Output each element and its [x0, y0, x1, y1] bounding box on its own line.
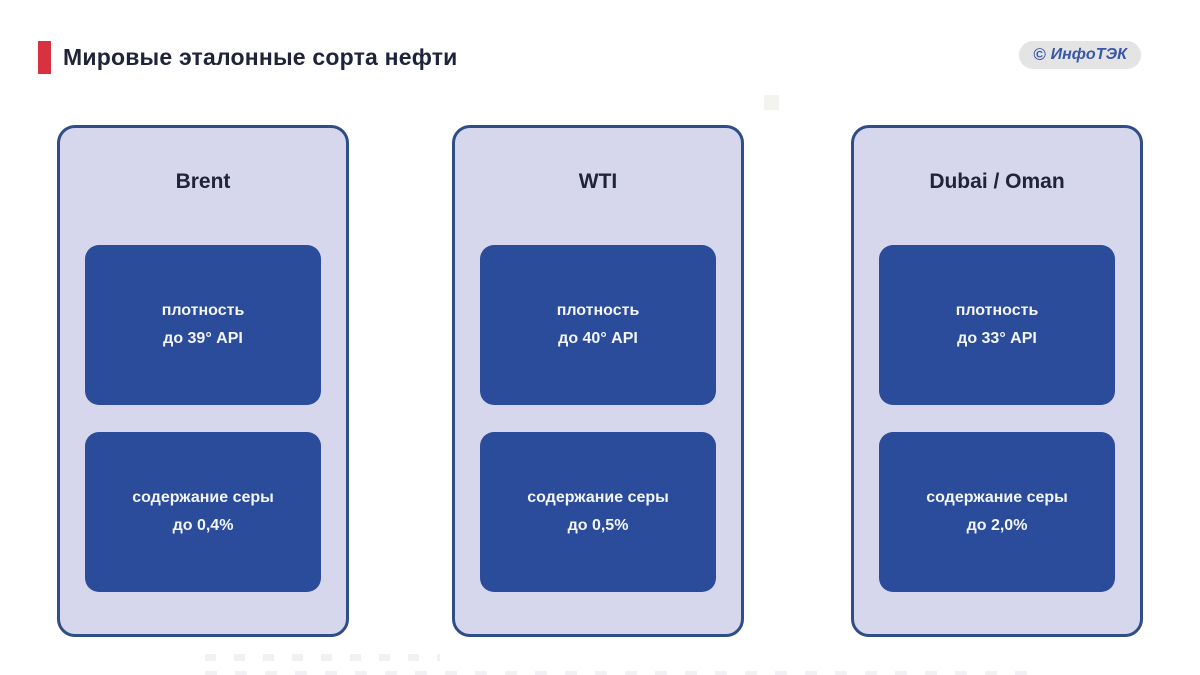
sulfur-label: содержание серы	[132, 489, 274, 506]
logo-badge: © ИнфоТЭК	[1019, 41, 1141, 69]
card-wti: WTI плотность до 40° API содержание серы…	[452, 125, 744, 637]
watermark-square	[764, 95, 779, 110]
logo-text: ИнфоТЭК	[1050, 46, 1127, 63]
density-label: плотность	[161, 302, 245, 319]
sulfur-label: содержание серы	[926, 489, 1068, 506]
bottom-dashes-upper	[205, 654, 440, 661]
density-block: плотность до 40° API	[480, 245, 716, 405]
card-dubai-oman: Dubai / Oman плотность до 33° API содерж…	[851, 125, 1143, 637]
sulfur-block: содержание серы до 0,5%	[480, 432, 716, 592]
card-title: WTI	[578, 170, 618, 193]
copyright-icon: ©	[1033, 45, 1046, 64]
sulfur-label: содержание серы	[527, 489, 669, 506]
sulfur-value: до 2,0%	[966, 517, 1028, 534]
sulfur-block: содержание серы до 2,0%	[879, 432, 1115, 592]
card-title: Brent	[175, 170, 231, 193]
header: Мировые эталонные сорта нефти	[38, 41, 458, 74]
density-value: до 33° API	[957, 330, 1037, 347]
sulfur-value: до 0,5%	[567, 517, 629, 534]
sulfur-block: содержание серы до 0,4%	[85, 432, 321, 592]
density-block: плотность до 39° API	[85, 245, 321, 405]
density-value: до 39° API	[163, 330, 243, 347]
sulfur-value: до 0,4%	[172, 517, 234, 534]
card-title: Dubai / Oman	[929, 170, 1065, 193]
density-value: до 40° API	[558, 330, 638, 347]
page-title: Мировые эталонные сорта нефти	[63, 44, 458, 70]
title-accent-bar	[38, 41, 51, 74]
density-label: плотность	[556, 302, 640, 319]
density-block: плотность до 33° API	[879, 245, 1115, 405]
bottom-dashes-lower	[205, 671, 1037, 675]
density-label: плотность	[955, 302, 1039, 319]
card-brent: Brent плотность до 39° API содержание се…	[57, 125, 349, 637]
